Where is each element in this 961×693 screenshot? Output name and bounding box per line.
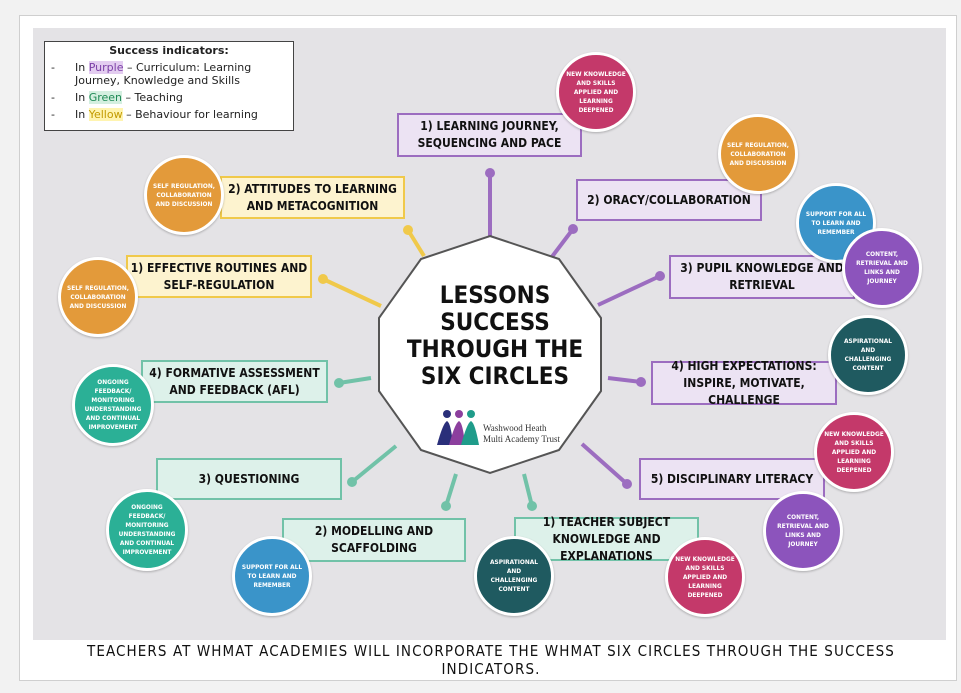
legend-color-word-yellow: Yellow <box>88 108 123 121</box>
success-indicators-legend: Success indicators: - In Purple – Curric… <box>44 41 294 131</box>
circle-pk-content: CONTENT, RETRIEVAL AND LINKS AND JOURNEY <box>842 228 922 308</box>
box-high-expectations: 4) HIGH EXPECTATIONS: INSPIRE, MOTIVATE,… <box>651 359 837 407</box>
connector-dot-pupil-knowledge <box>655 271 665 281</box>
connector-modelling <box>444 473 458 507</box>
connector-dot-modelling <box>441 501 451 511</box>
connector-dot-questioning <box>347 477 357 487</box>
legend-title: Success indicators: <box>109 44 229 57</box>
box-effective-routines: 1) EFFECTIVE ROUTINES AND SELF-REGULATIO… <box>126 255 312 298</box>
connector-pupil-knowledge <box>597 274 661 307</box>
box-pupil-knowledge: 3) PUPIL KNOWLEDGE AND RETRIEVAL <box>669 255 855 299</box>
legend-dash: - <box>51 61 55 74</box>
connector-routines <box>322 277 382 308</box>
connector-questioning <box>350 444 398 484</box>
box-modelling-scaffolding: 2) MODELLING AND SCAFFOLDING <box>282 518 466 562</box>
legend-item-green: - In Green – Teaching <box>51 91 287 104</box>
connector-dot-formative <box>334 378 344 388</box>
legend-item-purple: - In Purple – Curriculum: Learning Journ… <box>51 61 287 87</box>
connector-dot-routines <box>318 274 328 284</box>
circle-tk-aspirational: ASPIRATIONAL AND CHALLENGING CONTENT <box>474 536 554 616</box>
circle-dl-new-knowledge: NEW KNOWLEDGE AND SKILLS APPLIED AND LEA… <box>814 412 894 492</box>
circle-dl-content: CONTENT, RETRIEVAL AND LINKS AND JOURNEY <box>763 491 843 571</box>
circle-tk-new-knowledge: NEW KNOWLEDGE AND SKILLS APPLIED AND LEA… <box>665 537 745 617</box>
legend-dash: - <box>51 91 55 104</box>
box-formative-assessment: 4) FORMATIVE ASSESSMENT AND FEEDBACK (AF… <box>141 360 328 403</box>
circle-att-self-regulation: SELF REGULATION, COLLABORATION AND DISCU… <box>144 155 224 235</box>
connector-dot-learning-journey <box>485 168 495 178</box>
circle-he-aspirational: ASPIRATIONAL AND CHALLENGING CONTENT <box>828 315 908 395</box>
connector-teacher-knowledge <box>522 473 534 507</box>
whmat-logo: Washwood Heath Multi Academy Trust <box>435 405 565 450</box>
people-logo-icon <box>437 410 479 445</box>
central-decagon <box>378 234 602 475</box>
connector-dot-high-expectations <box>636 377 646 387</box>
connector-disciplinary-literacy <box>580 442 629 486</box>
legend-color-word-purple: Purple <box>88 61 124 74</box>
circle-lj-new-knowledge: NEW KNOWLEDGE AND SKILLS APPLIED AND LEA… <box>556 52 636 132</box>
circle-fa-ongoing-feedback: ONGOING FEEDBACK/ MONITORING UNDERSTANDI… <box>72 364 154 446</box>
box-learning-journey: 1) LEARNING JOURNEY, SEQUENCING AND PACE <box>397 113 582 157</box>
connector-dot-attitudes <box>403 225 413 235</box>
legend-text: In Purple – Curriculum: Learning Journey… <box>75 61 252 87</box>
connector-dot-disciplinary-literacy <box>622 479 632 489</box>
box-oracy-collaboration: 2) ORACY/COLLABORATION <box>576 179 762 221</box>
legend-text: In Yellow – Behaviour for learning <box>75 108 258 121</box>
box-disciplinary-literacy: 5) DISCIPLINARY LITERACY <box>639 458 825 500</box>
circle-rt-self-regulation: SELF REGULATION, COLLABORATION AND DISCU… <box>58 257 138 337</box>
connector-dot-teacher-knowledge <box>527 501 537 511</box>
logo-text: Washwood Heath Multi Academy Trust <box>483 423 561 444</box>
circle-mod-support: SUPPORT FOR ALL TO LEARN AND REMEMBER <box>232 536 312 616</box>
box-attitudes-to-learning: 2) ATTITUDES TO LEARNING AND METACOGNITI… <box>220 176 405 219</box>
circle-oracy-self-regulation: SELF REGULATION, COLLABORATION AND DISCU… <box>718 114 798 194</box>
box-questioning: 3) QUESTIONING <box>156 458 342 500</box>
legend-color-word-green: Green <box>88 91 123 104</box>
circle-q-ongoing-feedback: ONGOING FEEDBACK/ MONITORING UNDERSTANDI… <box>106 489 188 571</box>
central-title: LESSONS SUCCESS THROUGH THE SIX CIRCLES <box>406 281 584 390</box>
footer-statement: TEACHERS AT WHMAT ACADEMIES WILL INCORPO… <box>87 642 895 678</box>
connector-attitudes <box>406 228 426 258</box>
legend-dash: - <box>51 108 55 121</box>
connector-formative <box>338 376 372 385</box>
connector-high-expectations <box>607 376 642 384</box>
connector-dot-oracy <box>568 224 578 234</box>
legend-text: In Green – Teaching <box>75 91 183 104</box>
legend-item-yellow: - In Yellow – Behaviour for learning <box>51 108 287 121</box>
